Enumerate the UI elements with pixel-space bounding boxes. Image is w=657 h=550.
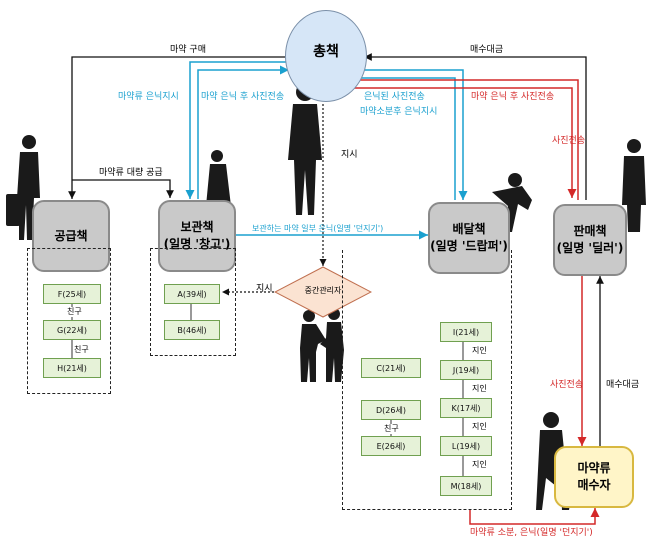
label-small-hide: 마약류 소분, 은닉(일명 '던지기') (470, 528, 593, 538)
member-i: I(21세) (440, 322, 492, 342)
label-buyer-payment: 매수대금 (606, 380, 640, 390)
label-instruct2: 지시 (256, 284, 273, 294)
buyer-label2: 매수자 (577, 478, 611, 492)
relation-kl: 지인 (472, 422, 487, 432)
label-photo-after-hide: 마약 은닉 후 사진전송 (201, 92, 285, 102)
label-payment-top: 매수대금 (470, 45, 504, 55)
label-bulk-supply: 마약류 대량 공급 (99, 168, 163, 178)
buyer-label: 마약류 (577, 461, 611, 475)
storage-label: 보관책 (180, 220, 214, 234)
member-g: G(22세) (43, 320, 101, 340)
seller-alias: (일명 '딜러') (556, 241, 624, 255)
relation-jk: 지인 (472, 384, 487, 394)
delivery-box: 배달책 (일명 '드랍퍼') (428, 202, 510, 274)
member-b: B(46세) (164, 320, 220, 340)
arrow-red-photo (344, 75, 579, 200)
middle-manager-node: 중간관리자 (274, 266, 372, 318)
arrow-storage-photo (197, 65, 289, 199)
label-buy: 마약 구매 (170, 45, 206, 55)
seller-label: 판매책 (573, 224, 607, 238)
supplier-box: 공급책 (32, 200, 110, 272)
member-l: L(19세) (440, 436, 492, 456)
buyer-box: 마약류 매수자 (554, 446, 634, 508)
storage-group (150, 248, 236, 356)
boss-node: 총책 (285, 10, 367, 102)
boss-label: 총책 (313, 44, 339, 60)
member-d: D(26세) (361, 400, 421, 420)
relation-gh: 친구 (74, 345, 89, 355)
label-photo-send: 사진전송 (552, 136, 586, 146)
member-h: H(21세) (43, 358, 101, 378)
arrow-hidden-photo (347, 73, 456, 200)
label-store-hide: 보관하는 마약 일부 은닉(일명 '던지기') (252, 224, 384, 233)
supplier-group (27, 248, 111, 394)
member-j: J(19세) (440, 360, 492, 380)
arrow-small-hide (469, 508, 600, 525)
arrow-payment-top (364, 53, 587, 200)
delivery-alias: (일명 '드랍퍼') (430, 239, 508, 253)
delivery-label: 배달책 (452, 222, 486, 236)
arrow-bulk-supply (72, 179, 174, 198)
member-e: E(26세) (361, 436, 421, 456)
arrow-photo-send (346, 87, 577, 198)
label-hide-order: 마약류 은닉지시 (118, 92, 179, 102)
arrow-buy (68, 56, 285, 199)
member-f: F(25세) (43, 284, 101, 304)
label-instruct: 지시 (341, 150, 358, 160)
member-c: C(21세) (361, 358, 421, 378)
relation-ij: 지인 (472, 346, 487, 356)
supplier-label: 공급책 (54, 228, 88, 243)
arrow-hide-order (185, 61, 287, 199)
seller-box: 판매책 (일명 '딜러') (553, 204, 627, 276)
storage-box: 보관책 (일명 '창고') (158, 200, 236, 272)
member-k: K(17세) (440, 398, 492, 418)
member-m: M(18세) (440, 476, 492, 496)
label-small-hide-order: 마약소분후 은닉지시 (360, 107, 438, 117)
relation-fg: 친구 (67, 307, 82, 317)
delivery-group (342, 250, 512, 510)
storage-alias: (일명 '창고') (163, 237, 231, 251)
member-a: A(39세) (164, 284, 220, 304)
label-buyer-photo: 사진전송 (550, 380, 584, 390)
label-hidden-photo: 은닉된 사진전송 (364, 92, 425, 102)
arrow-small-hide-order (350, 69, 468, 200)
middle-manager-label: 중간관리자 (304, 286, 342, 295)
relation-de: 친구 (384, 424, 399, 434)
relation-lm: 지인 (472, 460, 487, 470)
label-red-photo: 마약 은닉 후 사진전송 (471, 92, 555, 102)
